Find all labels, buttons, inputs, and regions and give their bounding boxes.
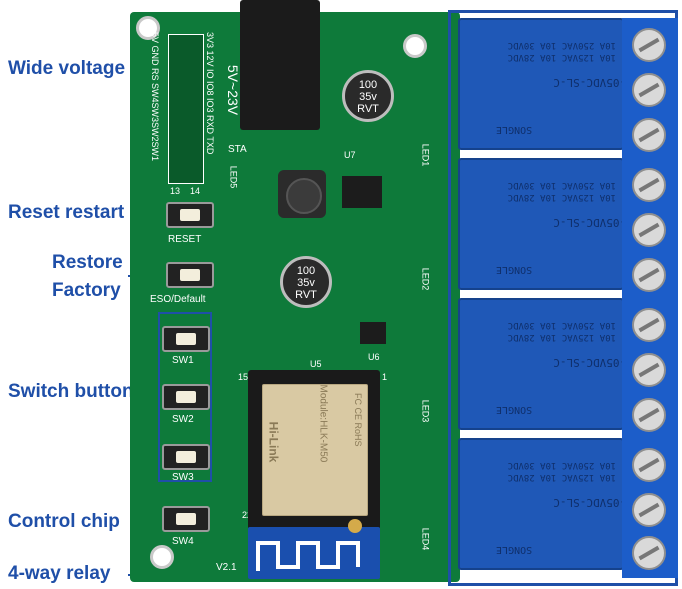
callout-four-way-relay: 4-way relay (8, 563, 111, 584)
reset-label: RESET (168, 234, 202, 245)
sw4-button[interactable] (162, 506, 210, 532)
relay-4-rating1: 10A 250VAC 10A 30VDC (507, 460, 616, 470)
callout-switch-button: Switch button (8, 381, 134, 402)
relay-3-rating2: 10A 125VAC 10A 28VDC (507, 332, 616, 342)
restore-factory-button[interactable] (166, 262, 214, 288)
callout-restore-factory-line2: Factory (52, 280, 121, 301)
led1-label: LED1 (420, 143, 431, 167)
sta-label: STA (228, 144, 247, 155)
terminal-screw-icon[interactable] (632, 118, 666, 152)
terminal-screw-icon[interactable] (632, 213, 666, 247)
module-brand: Hi-Link (266, 421, 281, 463)
module-shield: Hi-Link Module:HLK-M50 FC CE RoHS (262, 384, 368, 516)
terminal-screw-icon[interactable] (632, 308, 666, 342)
voltage-range-label: 5V~23V (225, 64, 242, 116)
dc-power-jack (240, 0, 320, 130)
callout-wide-voltage: Wide voltage (8, 58, 126, 79)
pin-header (168, 34, 204, 184)
callout-restore-factory-line1: Restore (52, 252, 123, 273)
callout-reset-restart: Reset restart (8, 202, 125, 223)
reset-button-cap[interactable] (180, 209, 200, 221)
led2-label: LED2 (420, 267, 431, 291)
eso-default-label: ESO/Default (150, 294, 206, 305)
relay-3: SRD-05VDC-SL-C 10A 250VAC 10A 30VDC 10A … (458, 298, 646, 430)
header-silk-left: 5V GND RS SW4SW3SW2SW1 (150, 32, 160, 162)
sw2-button-cap[interactable] (176, 391, 196, 403)
sw1-button[interactable] (162, 326, 210, 352)
pin-label-1: 1 (382, 372, 388, 382)
mounting-hole-top-right (403, 34, 427, 58)
terminal-screw-icon[interactable] (632, 398, 666, 432)
sw1-label: SW1 (172, 355, 194, 366)
module-cert: FC CE RoHS (353, 393, 363, 447)
led4-label: LED4 (420, 527, 431, 551)
pcb-board: 5V GND RS SW4SW3SW2SW1 3V3 12V IO IO8 IO… (130, 0, 460, 582)
antenna-trace-icon (256, 541, 360, 571)
sw4-label: SW4 (172, 536, 194, 547)
u7-label: U7 (344, 150, 356, 160)
sw2-button[interactable] (162, 384, 210, 410)
relay-2-brand: SONGLE (496, 264, 533, 275)
antenna-feed-pad (348, 519, 362, 533)
led5-label: LED5 (228, 165, 239, 189)
cap-middle-value: 100 (296, 265, 316, 277)
relay-2-rating1: 10A 250VAC 10A 30VDC (507, 180, 616, 190)
sw3-label: SW3 (172, 472, 194, 483)
terminal-screw-icon[interactable] (632, 73, 666, 107)
inductor-core (286, 178, 322, 214)
regulator-chip-u7 (342, 176, 382, 208)
cap-top-value: 100 (358, 79, 378, 91)
inductor (278, 170, 326, 218)
module-antenna (248, 527, 380, 579)
switch-button-highlight (158, 312, 212, 482)
relay-3-rating1: 10A 250VAC 10A 30VDC (507, 320, 616, 330)
u6-label: U6 (368, 352, 380, 362)
pin-label-15: 15 (238, 372, 249, 382)
capacitor-top: 100 35v RVT (342, 70, 394, 122)
relay-2: SRD-05VDC-SL-C 10A 250VAC 10A 30VDC 10A … (458, 158, 646, 290)
relay-3-brand: SONGLE (496, 404, 533, 415)
sw3-button[interactable] (162, 444, 210, 470)
cap-top-voltage: 35v (359, 91, 377, 103)
chip-u6 (360, 322, 386, 344)
cap-middle-voltage: 35v (297, 277, 315, 289)
sw4-button-cap[interactable] (176, 513, 196, 525)
relay-4-brand: SONGLE (496, 544, 533, 555)
pin-label-22: 22 (242, 510, 253, 520)
sw1-button-cap[interactable] (176, 333, 196, 345)
relay-2-rating2: 10A 125VAC 10A 28VDC (507, 192, 616, 202)
pin-label-14: 14 (190, 186, 201, 196)
header-silk-right: 3V3 12V IO IO8 IO3 RXD TXD (205, 32, 215, 155)
restore-factory-button-cap[interactable] (180, 269, 200, 281)
terminal-screw-icon[interactable] (632, 353, 666, 387)
terminal-screw-icon[interactable] (632, 493, 666, 527)
cap-middle-brand: RVT (295, 289, 317, 301)
terminal-screw-icon[interactable] (632, 168, 666, 202)
callout-control-chip: Control chip (8, 511, 120, 532)
version-label: V2.1 (216, 562, 237, 573)
capacitor-middle: 100 35v RVT (280, 256, 332, 308)
mounting-hole-top-left (136, 16, 160, 40)
screw-terminal-block (622, 18, 678, 578)
terminal-screw-icon[interactable] (632, 536, 666, 570)
pin-label-13: 13 (170, 186, 181, 196)
relay-4: SRD-05VDC-SL-C 10A 250VAC 10A 30VDC 10A … (458, 438, 646, 570)
reset-button[interactable] (166, 202, 214, 228)
relay-4-rating2: 10A 125VAC 10A 28VDC (507, 472, 616, 482)
relay-1-rating1: 10A 250VAC 10A 30VDC (507, 40, 616, 50)
relay-1-brand: SONGLE (496, 124, 533, 135)
terminal-screw-icon[interactable] (632, 448, 666, 482)
cap-top-brand: RVT (357, 103, 379, 115)
led3-label: LED3 (420, 399, 431, 423)
relay-1-rating2: 10A 125VAC 10A 28VDC (507, 52, 616, 62)
mounting-hole-bottom-left (150, 545, 174, 569)
sw3-button-cap[interactable] (176, 451, 196, 463)
u5-label: U5 (310, 359, 322, 369)
module-name: Module:HLK-M50 (317, 384, 329, 463)
sw2-label: SW2 (172, 414, 194, 425)
terminal-screw-icon[interactable] (632, 28, 666, 62)
terminal-screw-icon[interactable] (632, 258, 666, 292)
relay-1: SRD-05VDC-SL-C 10A 250VAC 10A 30VDC 10A … (458, 18, 646, 150)
